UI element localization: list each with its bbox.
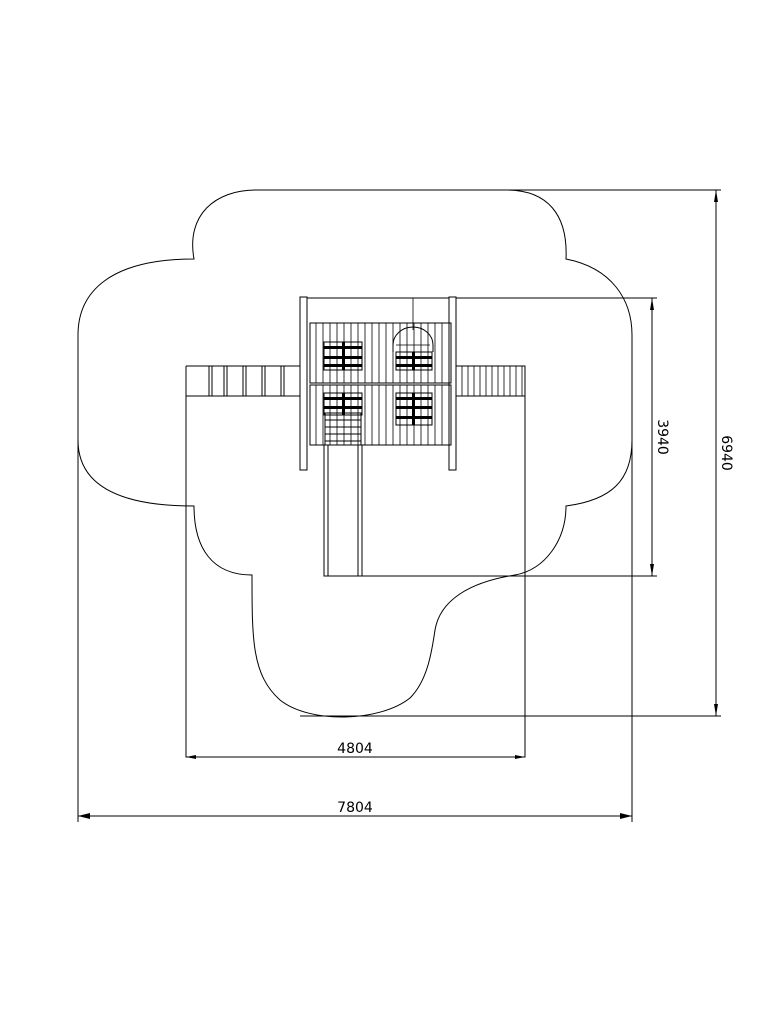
safety-zone-outline	[77, 189, 633, 718]
dome-element	[392, 298, 434, 352]
window-block-top-left	[323, 341, 363, 371]
climbing-panel-right	[455, 365, 526, 397]
dimension-overall-width: 7804	[77, 440, 633, 822]
slide	[323, 444, 363, 577]
climbing-panel-slats	[461, 366, 523, 396]
dimension-structure-depth: 3940	[362, 297, 670, 577]
roof-panel-upper	[309, 322, 452, 384]
horizontal-ladder	[185, 365, 300, 397]
roof-panel-lower	[309, 384, 452, 446]
window-block-bottom-right	[395, 392, 433, 426]
ladder-rung	[208, 365, 213, 397]
dimension-structure-width: 4804	[186, 741, 525, 759]
ladder-rung	[261, 365, 266, 397]
dimension-label-structure-width: 4804	[337, 741, 373, 757]
deck-post-left	[299, 296, 308, 471]
ladder-rung	[223, 365, 228, 397]
dimension-label-overall-depth: 6940	[718, 435, 734, 471]
window-block-bottom-left	[323, 392, 363, 416]
dimension-overall-depth: 6940	[300, 189, 734, 717]
structure-footprint	[185, 367, 526, 758]
window-block-top-right	[395, 351, 433, 371]
roof-slats-upper	[315, 323, 443, 383]
dimension-label-overall-width: 7804	[337, 800, 373, 816]
ladder-rung	[280, 365, 285, 397]
dimension-label-structure-depth: 3940	[654, 419, 670, 455]
ladder-rung	[242, 365, 247, 397]
